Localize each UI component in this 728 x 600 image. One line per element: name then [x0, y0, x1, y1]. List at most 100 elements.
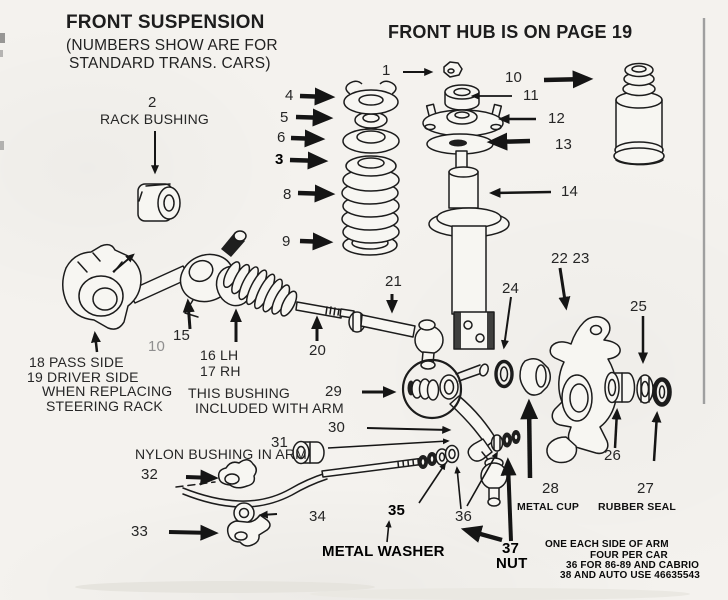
- arrow-4: [299, 87, 336, 106]
- callout-37: 37: [502, 540, 520, 557]
- callout-16-lh: 16 LH: [200, 347, 239, 363]
- callout-27: 27: [637, 480, 655, 497]
- arrow-28: [520, 398, 539, 479]
- nylon-bushing-label: NYLON BUSHING IN ARM: [135, 446, 308, 462]
- page-subtitle-1: (NUMBERS SHOW ARE FOR: [66, 37, 278, 54]
- note-line-3: 36 FOR 86-89 AND CABRIO: [566, 560, 700, 571]
- callout-6: 6: [277, 129, 286, 146]
- callout-4: 4: [285, 87, 294, 104]
- callout-20: 20: [309, 342, 327, 359]
- arrow-36b: [466, 451, 498, 507]
- steering-rack-label: STEERING RACK: [46, 398, 163, 414]
- callout-14: 14: [561, 183, 579, 200]
- arrow-10: [543, 70, 594, 89]
- bushing-24-drawing: [494, 359, 514, 389]
- callout-1: 1: [382, 62, 391, 79]
- page-subtitle-2: STANDARD TRANS. CARS): [69, 55, 271, 72]
- sway-bar-clamp-33-drawing: [226, 502, 271, 547]
- callout-35: 35: [388, 502, 406, 519]
- arrow-3: [289, 151, 329, 170]
- callout-2: 2: [148, 94, 157, 111]
- arrow-31: [327, 438, 450, 449]
- included-with-arm-label: INCLUDED WITH ARM: [195, 400, 344, 416]
- callout-8: 8: [283, 186, 292, 203]
- detail-circle-29-drawing: [401, 358, 463, 420]
- rubber-seal-label: RUBBER SEAL: [598, 501, 677, 513]
- bump-stop-drawing: [613, 62, 665, 166]
- arrow-24: [500, 296, 512, 350]
- arrow-35: [418, 462, 447, 504]
- rack-bushing-label: RACK BUSHING: [100, 111, 209, 127]
- callout-13: 13: [555, 136, 573, 153]
- note-line-4: 38 AND AUTO USE 46635543: [560, 570, 700, 581]
- arrow-bushing-to-rack: [112, 253, 135, 273]
- steering-knuckle-drawing: [546, 316, 621, 464]
- callout-26: 26: [604, 447, 622, 464]
- steering-rack-drawing: [127, 230, 359, 319]
- callout-3: 3: [275, 151, 284, 168]
- callout-29: 29: [325, 383, 343, 400]
- pass-side-label: 18 PASS SIDE: [29, 354, 124, 370]
- nylon-bushing-31-drawing: [292, 440, 325, 465]
- metal-washer-label: METAL WASHER: [322, 543, 445, 560]
- arrow-metal-washer: [385, 520, 392, 543]
- when-replacing-label: WHEN REPLACING: [42, 383, 173, 399]
- note-line-1: ONE EACH SIDE OF ARM: [545, 539, 669, 550]
- strut-assembly-drawing: [422, 61, 510, 350]
- callout-32: 32: [141, 466, 159, 483]
- arrow-33: [168, 524, 219, 541]
- arrow-37-left: [460, 525, 503, 543]
- this-bushing-label: THIS BUSHING: [188, 385, 290, 401]
- ball-joint-drawing: [480, 457, 508, 507]
- sway-bar-clamp-32-drawing: [217, 459, 257, 489]
- callout-34: 34: [309, 508, 327, 525]
- bearing-25-drawing: [636, 374, 654, 404]
- callout-11: 11: [523, 87, 539, 104]
- arrow-6: [290, 129, 326, 148]
- callout-10: 10: [505, 69, 523, 86]
- arrow-27: [651, 411, 662, 462]
- arrow-15: [182, 298, 195, 330]
- note-line-2: FOUR PER CAR: [590, 550, 668, 561]
- leader-arrows: [90, 68, 662, 543]
- arrow-26: [611, 408, 622, 449]
- sway-bar-drawing: [175, 457, 426, 508]
- callout-17-rh: 17 RH: [200, 363, 241, 379]
- callout-12: 12: [548, 110, 566, 127]
- callout-30: 30: [328, 419, 346, 436]
- metal-cup-26-drawing: [604, 371, 636, 404]
- callout-10-ghost: 10: [148, 338, 166, 355]
- rack-bushing-part-drawing: [137, 183, 181, 222]
- callout-22-23: 22 23: [551, 250, 590, 267]
- driver-side-label: 19 DRIVER SIDE: [27, 369, 139, 385]
- front-hub-note: FRONT HUB IS ON PAGE 19: [388, 22, 633, 42]
- callout-28: 28: [542, 480, 560, 497]
- callout-36: 36: [455, 508, 473, 525]
- nut-label: NUT: [496, 555, 528, 572]
- washers-35-drawing: [418, 444, 460, 469]
- arrow-22-23: [558, 267, 571, 311]
- arrow-37-up: [500, 457, 517, 542]
- rubber-seal-27-drawing: [652, 377, 672, 407]
- arrow-14: [489, 187, 552, 198]
- callout-24: 24: [502, 280, 520, 297]
- callout-33: 33: [131, 523, 149, 540]
- arrow-5: [295, 108, 334, 127]
- arrow-8: [297, 184, 336, 203]
- callout-21: 21: [385, 273, 403, 290]
- metal-cup-28-drawing: [519, 358, 551, 396]
- coil-spring-stack-drawing: [341, 80, 400, 256]
- metal-cup-label: METAL CUP: [517, 501, 580, 513]
- arrow-18-19: [90, 331, 101, 353]
- callout-9: 9: [282, 233, 291, 250]
- page-title: FRONT SUSPENSION: [66, 12, 265, 33]
- arrow-32: [185, 469, 219, 486]
- callout-15: 15: [173, 327, 191, 344]
- tie-rod-end-drawing: [348, 311, 444, 370]
- control-arm-drawing: [449, 363, 497, 463]
- arrow-36a: [454, 466, 462, 510]
- callout-31: 31: [271, 434, 289, 451]
- arrow-30: [366, 425, 452, 434]
